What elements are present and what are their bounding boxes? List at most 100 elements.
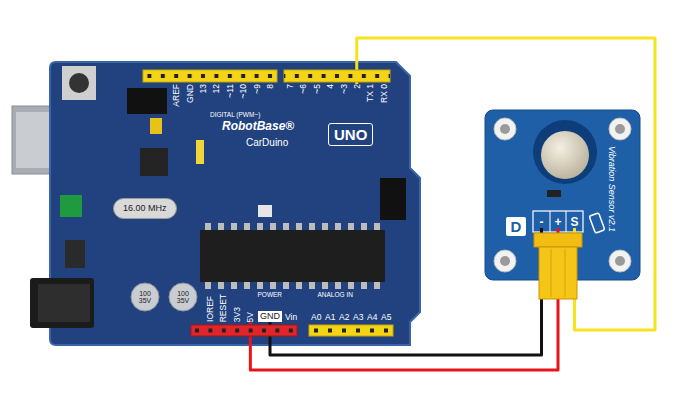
reset-button [62, 66, 96, 100]
header-caption: DIGITAL (PWM~) [210, 112, 260, 119]
logo-box: D [506, 217, 527, 236]
pin-divider [566, 211, 567, 232]
reset-button-cap [69, 73, 89, 93]
pin-label: 5V [246, 312, 255, 322]
icsp-header [127, 88, 167, 114]
icsp-header [380, 178, 406, 220]
sensor-pin-label: - [540, 216, 544, 228]
pin-label: ~6 [299, 84, 308, 94]
mounting-hole-center [615, 124, 625, 134]
pin-label: ~9 [253, 84, 262, 94]
pin-label: A4 [367, 313, 377, 322]
header-pins [143, 70, 277, 82]
crystal-oscillator: 16.00 MHz [113, 198, 177, 219]
pin-label-frame [533, 211, 583, 232]
header-caption: POWER [258, 292, 283, 299]
pin-label: 8 [266, 84, 275, 89]
pin-label: A0 [311, 313, 321, 322]
jumper-wire [357, 38, 655, 330]
plug-groove [565, 249, 566, 297]
model-box: UNO [328, 123, 373, 146]
pin-label: GND [186, 84, 195, 103]
jumper-wire [250, 228, 558, 370]
pin-label: A5 [381, 313, 391, 322]
node-text: + [555, 215, 562, 229]
node-text: 16.00 MHz [123, 203, 167, 213]
header-pins [284, 70, 390, 82]
mounting-hole [609, 250, 631, 272]
vibration-sensor-module: Vibration Sensor v2.1D -+ S [485, 110, 640, 280]
vibration-element-cap [541, 131, 589, 179]
digital-header [143, 70, 277, 82]
sensor-connector-plug [539, 247, 577, 299]
jumper-wire [270, 228, 542, 355]
pin-label: ~11 [226, 84, 235, 98]
digital-header [284, 70, 390, 82]
capacitor [169, 283, 197, 311]
node-text: GND [260, 311, 280, 321]
vibration-icon [589, 213, 605, 233]
pin-label: Vin [285, 313, 297, 322]
sensor-pin-label: + [555, 216, 562, 228]
mounting-hole [494, 250, 516, 272]
pin-label-box: GND [258, 311, 282, 322]
pin-label: TX 1 [366, 84, 375, 102]
node-text: S [571, 215, 579, 229]
board-name: CarDuino [246, 138, 288, 148]
header-pins [191, 325, 297, 336]
status-leds [196, 140, 204, 164]
pin-label: ~3 [340, 84, 349, 94]
node-text: UNO [334, 126, 367, 143]
mounting-hole [609, 118, 631, 140]
mounting-hole-center [500, 124, 510, 134]
capacitor-rating: 100 35V [134, 290, 156, 305]
fuse [60, 195, 82, 217]
pin-label: 3V3 [233, 307, 242, 322]
capacitor-rating: 100 35V [172, 290, 194, 305]
power-jack-face [38, 284, 90, 322]
module-title: Vibration Sensor v2.1 [607, 146, 616, 232]
pin-label: 12 [212, 84, 221, 93]
pin-label: 2 [353, 84, 362, 89]
board-outline [50, 62, 420, 345]
mounting-hole [494, 118, 516, 140]
mounting-hole-center [615, 256, 625, 266]
node-text: D [511, 218, 522, 235]
power-jack [30, 278, 94, 328]
pin-label: ~5 [313, 84, 322, 94]
pin-label: RESET [219, 294, 228, 322]
mounting-hole-center [500, 256, 510, 266]
node-text: 2 [352, 84, 362, 89]
pin-label: A3 [353, 313, 363, 322]
pin-label: 13 [199, 84, 208, 93]
sensor-connector [534, 233, 582, 247]
solder-pads [150, 118, 162, 134]
header-pins [309, 325, 393, 336]
node-text: 5V [245, 312, 255, 322]
header-caption: ANALOG IN [318, 292, 353, 299]
pin-label: 7 [286, 84, 295, 89]
node-text: - [540, 215, 544, 229]
brand-name: RobotBase® [222, 120, 294, 132]
pin-label: RX 0 [380, 84, 389, 103]
sensor-pin-label: S [571, 216, 579, 228]
pin-label: ~10 [239, 84, 248, 98]
power-header [191, 325, 297, 336]
voltage-regulator [65, 240, 85, 268]
pin-label: AREF [172, 84, 181, 107]
usb-chip [140, 148, 168, 176]
resistor [547, 190, 561, 197]
pin-label: A2 [339, 313, 349, 322]
smd-part [258, 205, 272, 217]
chip-pins [200, 222, 385, 290]
analog-header [309, 325, 393, 336]
pin-label: A1 [325, 313, 335, 322]
arduino-board: RobotBase® CarDuino 2UNO 16.00 MHz 5V GND [50, 62, 410, 345]
pin-label: 4 [326, 84, 335, 89]
pin-divider [550, 211, 551, 232]
vibration-element [533, 120, 597, 184]
capacitor [131, 283, 159, 311]
